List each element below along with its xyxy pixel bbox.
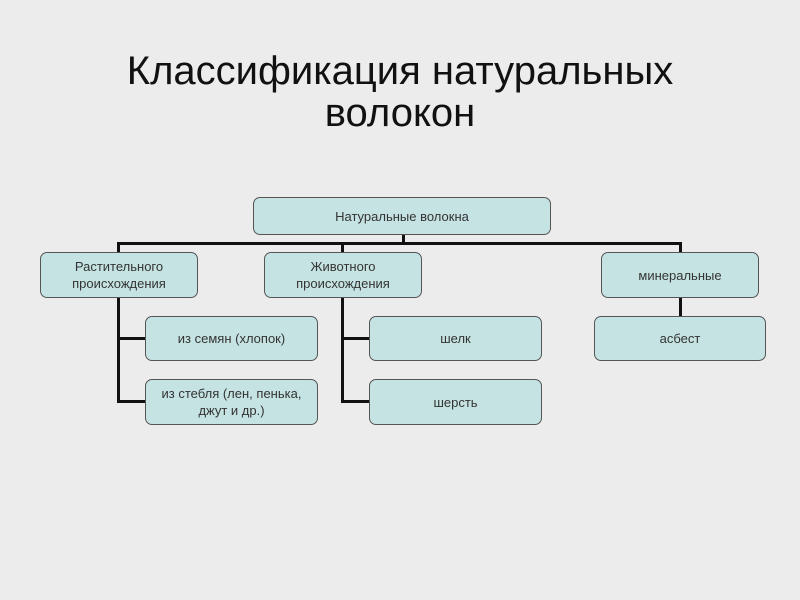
node-label: асбест xyxy=(659,331,701,346)
node-label: минеральные xyxy=(638,267,722,283)
node-label: шерсть xyxy=(433,394,478,410)
connector xyxy=(679,242,682,253)
slide-title-line-1: Классификация натуральных xyxy=(126,49,674,93)
node-from-stem: из стебля (лен, пенька, джут и др.) xyxy=(145,379,318,425)
node-animal-origin: Животного происхождения xyxy=(264,252,422,298)
connector xyxy=(402,234,405,244)
connector xyxy=(341,297,344,403)
connector xyxy=(341,400,370,403)
node-label: Животного xyxy=(310,259,376,274)
node-silk: шелк xyxy=(369,316,542,361)
connector xyxy=(117,242,120,253)
node-from-seeds: из семян (хлопок) xyxy=(145,316,318,361)
node-label: Растительного xyxy=(74,259,164,274)
node-label: из стебля (лен, пенька, джут и др.) xyxy=(161,386,302,418)
node-natural-fibers: Натуральные волокна xyxy=(253,197,551,235)
node-label: Натуральные волокна xyxy=(335,208,469,224)
connector xyxy=(117,242,682,245)
connector xyxy=(341,242,344,253)
connector xyxy=(679,297,682,317)
node-label: из семян (хлопок) xyxy=(177,331,286,346)
node-label: шелк xyxy=(440,331,471,346)
slide-title-line-2: волокон xyxy=(324,91,476,135)
connector xyxy=(117,400,146,403)
node-asbestos: асбест xyxy=(594,316,766,361)
connector xyxy=(117,337,146,340)
node-wool: шерсть xyxy=(369,379,542,425)
connector xyxy=(117,297,120,403)
node-plant-origin: Растительного происхождения xyxy=(40,252,198,298)
node-label: происхождения xyxy=(296,276,390,291)
node-label: происхождения xyxy=(72,276,166,291)
node-mineral: минеральные xyxy=(601,252,759,298)
connector xyxy=(341,337,370,340)
